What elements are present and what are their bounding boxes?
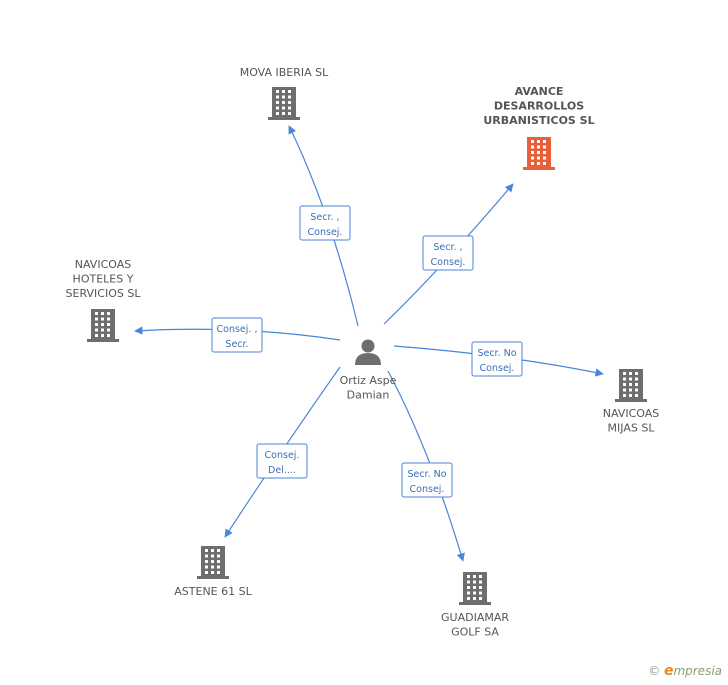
edge-label-text: Consej. ,Secr.: [217, 324, 258, 350]
copyright-footer: © empresia: [648, 663, 722, 679]
edge-line-guadiamar: [387, 370, 465, 562]
company-node-astene[interactable]: ASTENE 61 SL: [174, 546, 253, 598]
building-icon: [523, 137, 555, 170]
edge-label-mova[interactable]: Secr. ,Consej.: [299, 205, 351, 241]
copyright-symbol: ©: [648, 664, 661, 678]
edge-label-text: Consej.Del....: [265, 450, 300, 476]
company-name: MOVA IBERIA SL: [240, 66, 329, 79]
edge-label-text: Secr. ,Consej.: [308, 212, 343, 238]
edge-label-astene[interactable]: Consej.Del....: [256, 443, 308, 479]
edge-label-navicoas_hoteles[interactable]: Consej. ,Secr.: [211, 317, 263, 353]
building-icon: [459, 572, 491, 605]
company-name: ASTENE 61 SL: [174, 585, 252, 598]
edge-label-avance[interactable]: Secr. ,Consej.: [422, 235, 474, 271]
building-icon: [87, 309, 119, 342]
person-icon: [355, 339, 381, 365]
brand-logo-text: mpresia: [673, 664, 722, 678]
company-node-mova[interactable]: MOVA IBERIA SL: [240, 66, 329, 120]
edge-label-text: Secr. ,Consej.: [431, 242, 466, 268]
edges-layer: Secr. ,Consej. Secr. ,Consej. Consej. ,Sec…: [134, 125, 604, 562]
building-icon: [268, 87, 300, 120]
building-icon: [615, 369, 647, 402]
building-icon: [197, 546, 229, 579]
brand-logo-initial: e: [663, 663, 674, 679]
